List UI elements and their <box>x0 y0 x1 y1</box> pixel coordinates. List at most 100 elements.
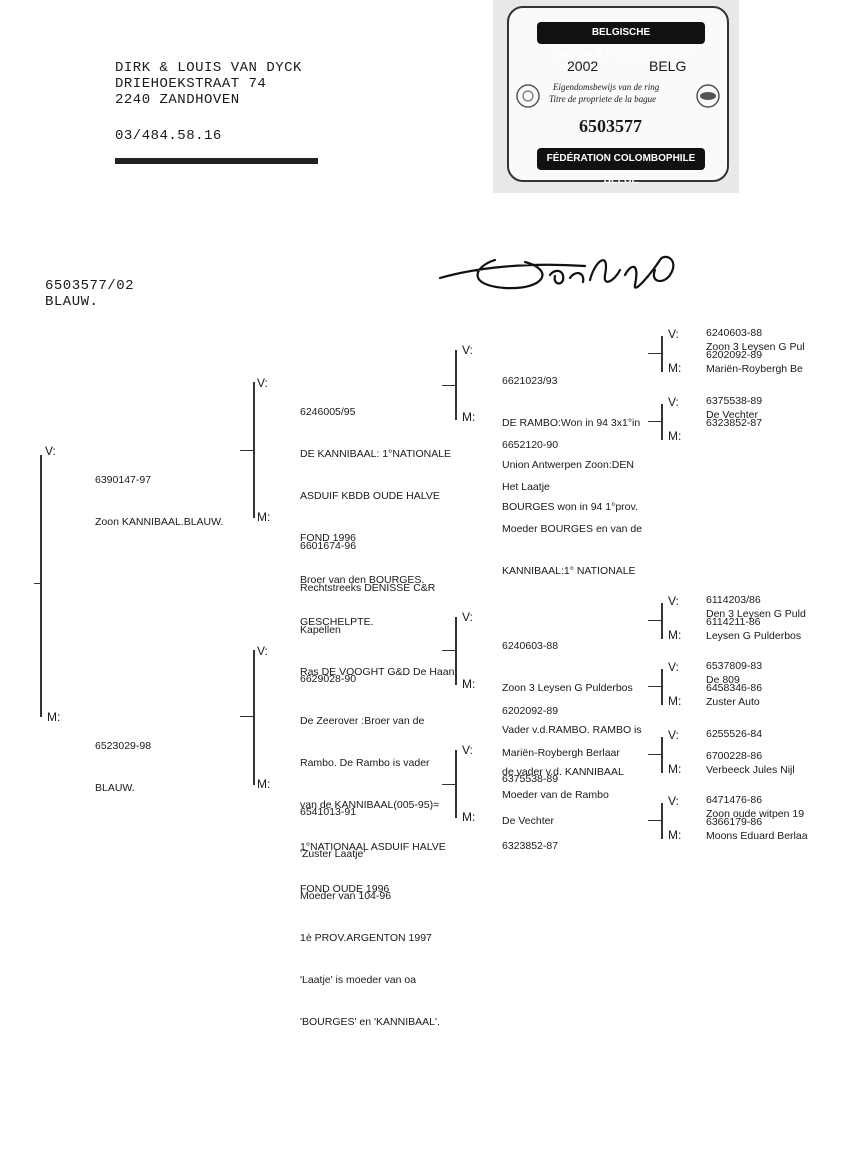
gen3-mmm-ring: 6323852-87 <box>502 840 559 852</box>
bracket-gen3-ff <box>455 350 457 420</box>
label-m-ffm: M: <box>462 410 476 424</box>
gen2-ff-ring: 6246005/95 <box>300 406 356 418</box>
gen2-ff: 6246005/95 DE KANNIBAAL: 1°NATIONALE ASD… <box>300 377 451 643</box>
gen4-entry: 6375538-89 De Vechter <box>706 394 762 422</box>
label-v-gen4: V: <box>668 594 679 608</box>
label-v-mmf: V: <box>462 743 473 757</box>
label-m-gen4: M: <box>668 361 682 375</box>
gen3-ffm-line: KANNIBAAL:1° NATIONALE <box>502 565 636 577</box>
gen2-fm-line: Kapellen <box>300 624 341 636</box>
gen3-mff: 6240603-88 Zoon 3 Leysen G Pulderbos Vad… <box>502 611 642 793</box>
gen3-mmm: 6323852-87 <box>502 811 558 867</box>
gen2-mf: 6629028-90 De Zeerover :Broer van de Ram… <box>300 644 446 910</box>
gen4-desc: Zoon 3 Leysen G Pul <box>706 341 805 353</box>
gen2-mf-line: De Zeerover :Broer van de <box>300 715 425 727</box>
gen4-desc: De Vechter <box>706 409 758 421</box>
label-m-gen4: M: <box>668 828 682 842</box>
gen1-father: 6390147-97 Zoon KANNIBAAL.BLAUW. <box>95 445 223 543</box>
bracket-gen2-mother <box>253 650 255 785</box>
gen2-mm-line: Moeder van 104-96 <box>300 890 392 902</box>
gen4-ring: 6255526-84 <box>706 728 763 740</box>
gen2-ff-line: Broer van den BOURGES. <box>300 574 425 586</box>
subject-color: BLAUW. <box>45 294 99 310</box>
gen2-mm-line: 'BOURGES' en 'KANNIBAAL'. <box>300 1016 440 1028</box>
gen3-mff-line: Zoon 3 Leysen G Pulderbos <box>502 682 633 694</box>
connector-gen4 <box>648 686 662 687</box>
label-v-gen4: V: <box>668 327 679 341</box>
gen2-ff-line: GESCHELPTE. <box>300 616 374 628</box>
gen2-ff-line: FOND 1996 <box>300 532 357 544</box>
gen4-desc: De 809 <box>706 674 740 686</box>
owner-address: DIRK & LOUIS VAN DYCK DRIEHOEKSTRAAT 74 … <box>115 60 302 108</box>
label-m-mmm: M: <box>462 810 476 824</box>
bracket-gen1 <box>40 455 42 717</box>
connector-gen3-mm <box>442 784 456 785</box>
connector-gen2-father <box>240 450 254 451</box>
gen2-mm-line: 'Zuster Laatje' <box>300 848 366 860</box>
owner-street: DRIEHOEKSTRAAT 74 <box>115 76 267 92</box>
gen4-desc: Mariën-Roybergh Be <box>706 363 803 375</box>
gen2-fm: 6601674-96 Rechtstreeks DENISSE C&R Kape… <box>300 511 454 693</box>
gen4-ring: 6114203/86 <box>706 594 761 606</box>
gen3-mmf: 6375538-89 De Vechter <box>502 744 558 842</box>
gen4-desc: Verbeeck Jules Nijl <box>706 764 795 776</box>
connector-gen2-mother <box>240 716 254 717</box>
gen3-mmf-line: De Vechter <box>502 815 554 827</box>
gen4-desc: Zoon oude witpen 19 <box>706 808 805 820</box>
gen4-desc: Zuster Auto <box>706 696 760 708</box>
signature <box>438 255 675 290</box>
gen3-mff-ring: 6240603-88 <box>502 640 559 652</box>
connector-gen4 <box>648 820 662 821</box>
gen2-mf-line: FOND OUDE 1996 <box>300 883 390 895</box>
gen4-ring: 6240603-88 <box>706 327 763 339</box>
label-m-gen4: M: <box>668 762 682 776</box>
gen2-ff-line: ASDUIF KBDB OUDE HALVE <box>300 490 440 502</box>
gen3-fff-line: BOURGES won in 94 1°prov. <box>502 501 638 513</box>
label-m-mm: M: <box>257 777 271 791</box>
gen3-mfm-line: Moeder van de Rambo <box>502 789 609 801</box>
gen1-father-desc: Zoon KANNIBAAL.BLAUW. <box>95 516 224 528</box>
certificate-line1: Eigendomsbewijs van de ring <box>553 82 660 92</box>
label-v-mff: V: <box>462 610 473 624</box>
ornament-right-icon <box>696 84 720 108</box>
label-v-ff: V: <box>257 376 268 390</box>
bracket-gen4 <box>661 669 663 705</box>
bracket-gen4 <box>661 603 663 639</box>
connector-gen4 <box>648 620 662 621</box>
label-v-fff: V: <box>462 343 473 357</box>
bracket-gen4 <box>661 404 663 440</box>
certificate-line2: Titre de propriete de la bague <box>549 94 657 104</box>
label-v-gen4: V: <box>668 395 679 409</box>
subject-ring: 6503577/02 <box>45 278 135 294</box>
gen1-father-ring: 6390147-97 <box>95 474 152 486</box>
bracket-gen4 <box>661 336 663 372</box>
connector-gen4 <box>648 754 662 755</box>
gen4-ring: 6375538-89 <box>706 395 763 407</box>
gen2-mm-line: 'Laatje' is moeder van oa <box>300 974 417 986</box>
label-v-gen4: V: <box>668 660 679 674</box>
gen2-mm-ring: 6541013-91 <box>300 806 357 818</box>
gen4-desc: Den 3 Leysen G Puld <box>706 608 806 620</box>
owner-city: 2240 ZANDHOVEN <box>115 92 240 108</box>
certificate-ring-number: 6503577 <box>579 116 642 136</box>
label-m-gen4: M: <box>668 694 682 708</box>
gen4-desc: Moons Eduard Berlaa <box>706 830 808 842</box>
header-underline <box>115 158 318 164</box>
gen4-ring: 6323852-87 <box>706 417 763 429</box>
label-m-gen1: M: <box>47 710 61 724</box>
gen3-ffm: 6652120-90 Het Laatje Moeder BOURGES en … <box>502 410 642 592</box>
gen3-mmf-ring: 6375538-89 <box>502 773 559 785</box>
certificate-bottom-band: FÉDÉRATION COLOMBOPHILE BELGE <box>537 148 705 186</box>
gen3-mfm-ring: 6202092-89 <box>502 705 559 717</box>
gen3-mfm: 6202092-89 Mariën-Roybergh Berlaar Moede… <box>502 676 620 816</box>
label-v-mf: V: <box>257 644 268 658</box>
gen3-mfm-line: Mariën-Roybergh Berlaar <box>502 747 620 759</box>
gen1-mother-desc: BLAUW. <box>95 782 135 794</box>
certificate-country: BELG <box>649 58 687 74</box>
